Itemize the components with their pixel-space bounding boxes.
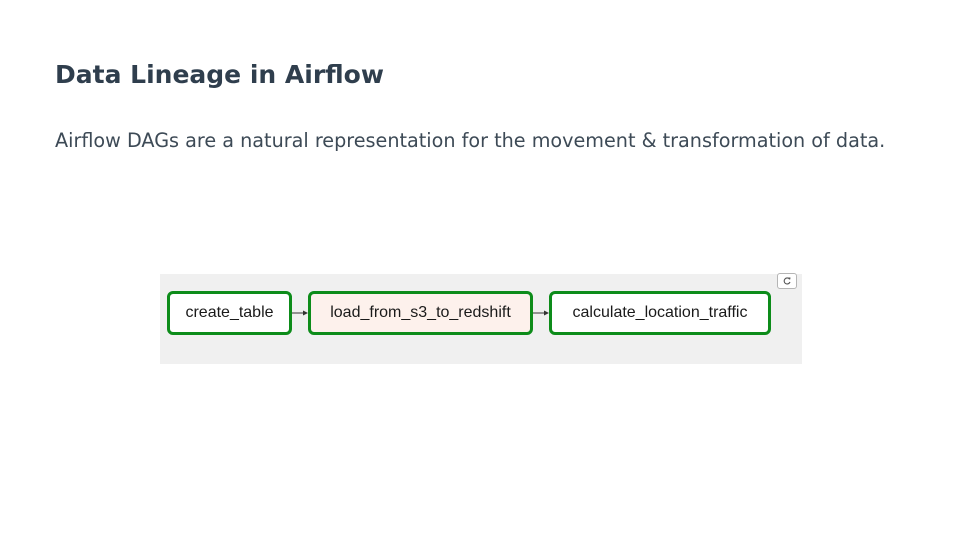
refresh-button[interactable] <box>777 273 797 289</box>
slide-subtitle: Airflow DAGs are a natural representatio… <box>55 129 886 152</box>
dag-edges <box>292 310 549 316</box>
edge-load-to-calculate <box>533 310 549 316</box>
refresh-icon <box>783 277 791 285</box>
task-label: calculate_location_traffic <box>572 304 748 321</box>
task-label: create_table <box>185 304 274 321</box>
edge-create-table-to-load <box>292 310 308 316</box>
task-node-calculate-location-traffic[interactable]: calculate_location_traffic <box>549 291 771 335</box>
task-node-create-table[interactable]: create_table <box>167 291 292 335</box>
slide-title: Data Lineage in Airflow <box>55 60 384 89</box>
dag-graph-panel: create_table load_from_s3_to_redshift ca… <box>160 273 802 364</box>
task-node-load-from-s3-to-redshift[interactable]: load_from_s3_to_redshift <box>308 291 533 335</box>
task-label: load_from_s3_to_redshift <box>330 304 511 321</box>
